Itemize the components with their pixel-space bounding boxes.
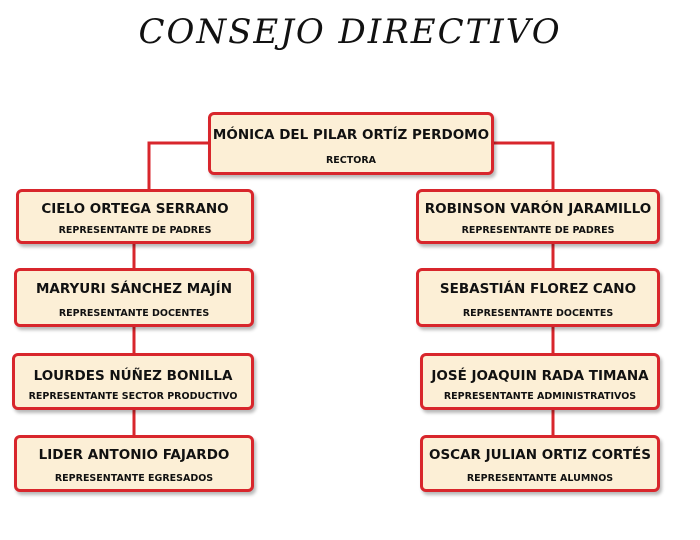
member-name: ROBINSON VARÓN JARAMILLO	[424, 201, 652, 217]
member-name: JOSÉ JOAQUIN RADA TIMANA	[431, 368, 649, 384]
connector-top-right	[492, 141, 555, 190]
member-role: REPRESENTANTE DE PADRES	[461, 225, 615, 236]
member-role: REPRESENTANTE SECTOR PRODUCTIVO	[28, 391, 238, 402]
member-box-left-4: LIDER ANTONIO FAJARDO REPRESENTANTE EGRE…	[14, 435, 254, 492]
member-name: LIDER ANTONIO FAJARDO	[38, 447, 230, 463]
member-box-left-1: CIELO ORTEGA SERRANO REPRESENTANTE DE PA…	[16, 189, 254, 244]
member-name: SEBASTIÁN FLOREZ CANO	[439, 281, 637, 297]
member-box-right-2: SEBASTIÁN FLOREZ CANO REPRESENTANTE DOCE…	[416, 268, 660, 327]
member-role: REPRESENTANTE DOCENTES	[58, 308, 210, 319]
page-title: CONSEJO DIRECTIVO	[138, 12, 562, 52]
member-role: REPRESENTANTE ALUMNOS	[466, 473, 614, 484]
member-role: REPRESENTANTE DE PADRES	[58, 225, 212, 236]
member-box-left-2: MARYURI SÁNCHEZ MAJÍN REPRESENTANTE DOCE…	[14, 268, 254, 327]
rectora-box: MÓNICA DEL PILAR ORTÍZ PERDOMO RECTORA	[208, 112, 494, 175]
member-role: REPRESENTANTE DOCENTES	[462, 308, 614, 319]
rectora-name: MÓNICA DEL PILAR ORTÍZ PERDOMO	[212, 127, 490, 143]
member-role: REPRESENTANTE EGRESADOS	[54, 473, 214, 484]
member-name: OSCAR JULIAN ORTIZ CORTÉS	[428, 447, 652, 463]
member-box-right-1: ROBINSON VARÓN JARAMILLO REPRESENTANTE D…	[416, 189, 660, 244]
member-name: MARYURI SÁNCHEZ MAJÍN	[35, 281, 232, 297]
member-box-right-3: JOSÉ JOAQUIN RADA TIMANA REPRESENTANTE A…	[420, 353, 660, 410]
rectora-role: RECTORA	[325, 155, 376, 166]
member-role: REPRESENTANTE ADMINISTRATIVOS	[443, 391, 637, 402]
connector-top-left	[147, 141, 210, 190]
member-name: LOURDES NÚÑEZ BONILLA	[33, 368, 233, 384]
member-name: CIELO ORTEGA SERRANO	[41, 201, 229, 217]
member-box-left-3: LOURDES NÚÑEZ BONILLA REPRESENTANTE SECT…	[12, 353, 254, 410]
member-box-right-4: OSCAR JULIAN ORTIZ CORTÉS REPRESENTANTE …	[420, 435, 660, 492]
